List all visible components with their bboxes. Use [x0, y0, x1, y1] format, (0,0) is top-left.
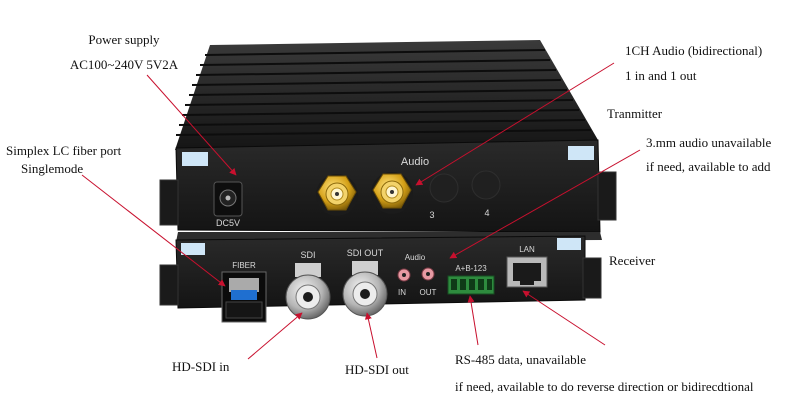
rca-jack-2 [371, 172, 413, 214]
hdsdi-out-label: HD-SDI out [345, 362, 409, 377]
sdi-out-panel-label: SDI OUT [347, 248, 384, 258]
bnc-sdi-in [285, 263, 331, 320]
fiber-lc-port [221, 271, 267, 323]
rs485-panel-label: A+B-123 [455, 264, 487, 273]
callout-arrows [81, 62, 641, 360]
rca-jack-1 [316, 174, 358, 216]
fiber-port-label: Simplex LC fiber port [6, 143, 122, 158]
sdi-panel-label: SDI [300, 250, 315, 260]
ch4-label: 4 [484, 208, 489, 218]
lan-port [506, 256, 548, 288]
audio-small-label: Audio [405, 253, 426, 262]
transmitter-label: Tranmitter [607, 106, 663, 121]
transmitter-unit: DC5V Audio 3 4 [159, 40, 617, 233]
audio-title: 1CH Audio (bidirectional) [625, 43, 763, 58]
power-supply-title: Power supply [88, 32, 160, 47]
fiber-panel-label: FIBER [232, 261, 256, 270]
singlemode-label: Singlemode [21, 161, 84, 176]
lan-panel-label: LAN [519, 245, 535, 254]
dc5v-label: DC5V [216, 218, 240, 228]
out-label: OUT [420, 288, 437, 297]
rs485-terminal-block [447, 275, 495, 295]
bnc-sdi-out [342, 261, 388, 317]
audio-io: 1 in and 1 out [625, 68, 697, 83]
in-label: IN [398, 288, 406, 297]
audio-unavailable-note: 3.mm audio unavailable [646, 135, 772, 150]
hdsdi-in-label: HD-SDI in [172, 359, 230, 374]
receiver-unit: FIBER SDI SDI OUT Audio IN OUT [159, 232, 602, 323]
receiver-label: Receiver [609, 253, 656, 268]
rs485-label: RS-485 data, unavailable [455, 352, 587, 367]
power-supply-spec: AC100~240V 5V2A [69, 57, 179, 72]
rs485-note: if need, available to do reverse directi… [455, 379, 754, 394]
audio-add-note: if need, available to add [646, 159, 771, 174]
ch3-label: 3 [429, 210, 434, 220]
audio-panel-label: Audio [401, 156, 429, 168]
